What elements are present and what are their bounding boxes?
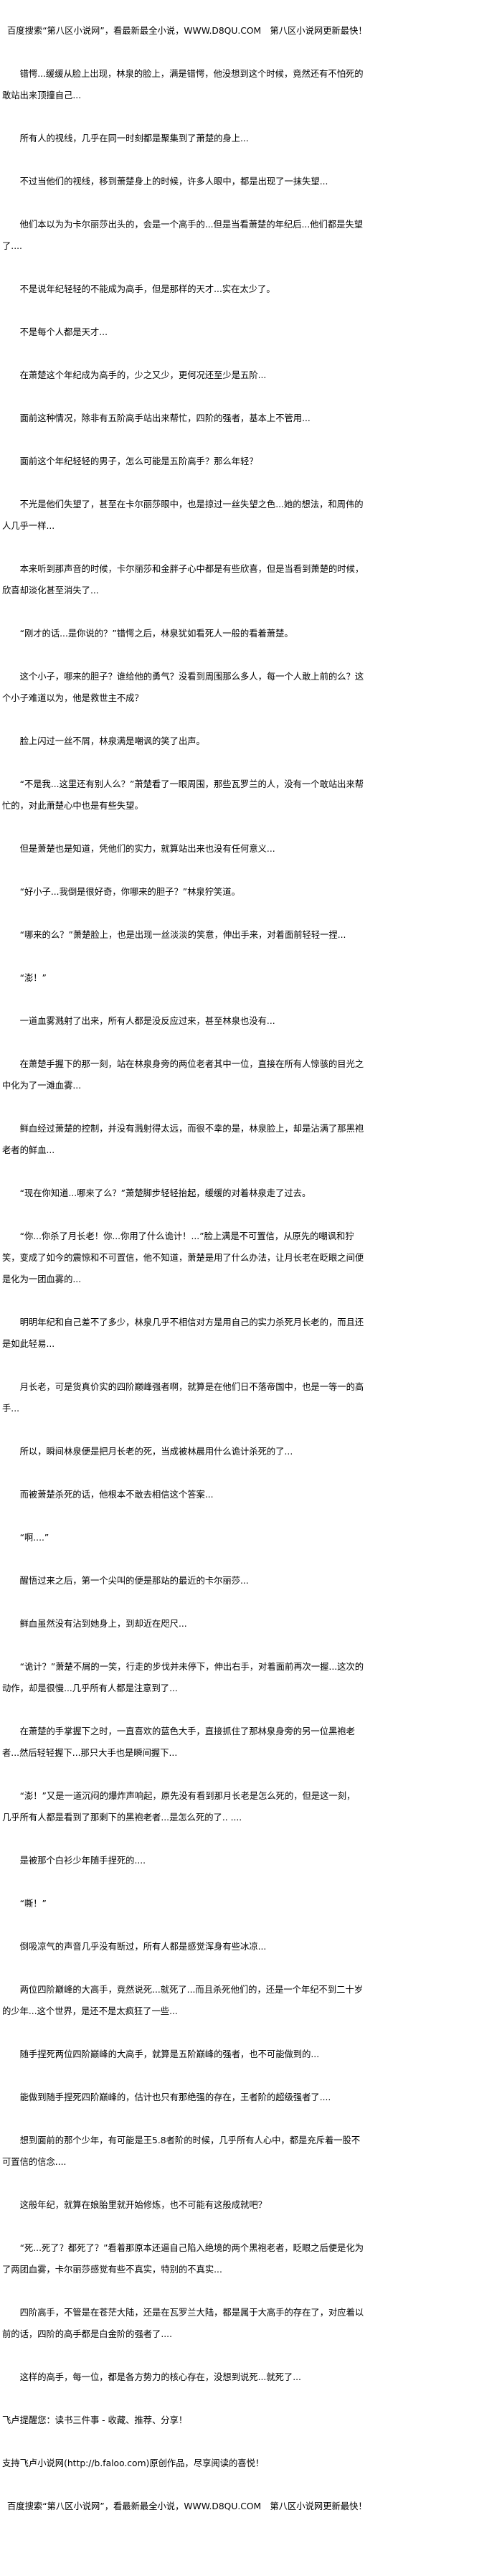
paragraph: “嘶！” xyxy=(19,1899,47,1909)
paragraph: 所有人的视线，几乎在同一时刻都是聚集到了萧楚的身上... xyxy=(19,133,249,144)
paragraph: 所以，瞬间林泉便是把月长老的死，当成被林晨用什么诡计杀死的了... xyxy=(19,1447,293,1457)
paragraph: 这般年纪，就算在娘胎里就开始修炼，也不可能有这般成就吧？ xyxy=(19,2200,267,2210)
paragraph: 不光是他们失望了，甚至在卡尔丽莎眼中，也是掠过一丝失望之色...她的想法，和周伟… xyxy=(2,499,364,531)
paragraph: 脸上闪过一丝不屑，林泉满是嘲讽的笑了出声。 xyxy=(19,736,205,746)
chapter-content: 百度搜索“第八区小说网”，看最新最全小说，WWW.D8QU.COM 第八区小说网… xyxy=(2,26,367,2511)
paragraph: 这样的高手，每一位，都是各方势力的核心存在，没想到说死...就死了... xyxy=(19,2372,301,2382)
paragraph: 醒悟过来之后，第一个尖叫的便是那站的最近的卡尔丽莎... xyxy=(19,1576,249,1586)
paragraph: 鲜血经过萧楚的控制，并没有溅射得太远，而很不幸的是，林泉脸上，却是沾满了那黑袍老… xyxy=(2,1124,364,1155)
paragraph: 四阶高手，不管是在苍茫大陆，还是在瓦罗兰大陆，都是属于大高手的存在了，对应着以前… xyxy=(2,2308,364,2339)
paragraph: 在萧楚手握下的那一刻，站在林泉身旁的两位老者其中一位，直接在所有人惊骇的目光之中… xyxy=(2,1059,364,1091)
paragraph: “好小子...我倒是很好奇，你哪来的胆子？”林泉狞笑道。 xyxy=(19,887,240,897)
paragraph: 能做到随手捏死四阶巅峰的，估计也只有那绝强的存在，王者阶的超级强者了.... xyxy=(19,2092,331,2102)
paragraph: 但是萧楚也是知道，凭他们的实力，就算站出来也没有任何意义... xyxy=(19,844,275,854)
paragraph: 一道血雾溅射了出来，所有人都是没反应过来，甚至林泉也没有... xyxy=(19,1016,275,1026)
paragraph: 错愕...缓缓从脸上出现，林泉的脸上，满是错愕，他没想到这个时候，竟然还有不怕死… xyxy=(2,69,364,100)
chapter-body: 错愕...缓缓从脸上出现，林泉的脸上，满是错愕，他没想到这个时候，竟然还有不怕死… xyxy=(2,63,364,2388)
paragraph: 倒吸凉气的声音几乎没有断过，所有人都是感觉浑身有些冰凉... xyxy=(19,1942,267,1952)
paragraph: “哪来的么？”萧楚脸上，也是出现一丝淡淡的笑意，伸出手来，对着面前轻轻一捏... xyxy=(19,930,346,940)
paragraph: “现在你知道...哪来了么？”萧楚脚步轻轻抬起，缓缓的对着林泉走了过去。 xyxy=(19,1188,311,1198)
paragraph: 是被那个白衫少年随手捏死的.... xyxy=(19,1856,146,1866)
paragraph: 不是每个人都是天才... xyxy=(19,327,108,337)
paragraph: 这个小子，哪来的胆子？谁给他的勇气？没看到周围那么多人，每一个人敢上前的么？这个… xyxy=(2,672,364,703)
paragraph: 不过当他们的视线，移到萧楚身上的时候，许多人眼中，都是出现了一抹失望... xyxy=(19,177,328,187)
paragraph: “刚才的话...是你说的？”错愕之后，林泉犹如看死人一般的看着萧楚。 xyxy=(19,629,293,639)
paragraph: 明明年纪和自己差不了多少，林泉几乎不相信对方是用自己的实力杀死月长老的，而且还是… xyxy=(2,1317,364,1349)
paragraph: “死...死了？都死了？”看着那原本还逼自己陷入绝境的两个黑袍老者，眨眼之后便是… xyxy=(2,2243,364,2275)
paragraph: 随手捏死两位四阶巅峰的大高手，就算是五阶巅峰的强者，也不可能做到的... xyxy=(19,2049,320,2059)
paragraph: “不是我...这里还有别人么？”萧楚看了一眼周围，那些瓦罗兰的人，没有一个敢站出… xyxy=(2,779,364,811)
paragraph: 不是说年纪轻轻的不能成为高手，但是那样的天才...实在太少了。 xyxy=(19,284,275,294)
paragraph: “诡计？”萧楚不屑的一笑，行走的步伐并未停下，伸出右手，对着面前再次一握...这… xyxy=(2,1662,364,1693)
paragraph: 两位四阶巅峰的大高手，竟然说死...就死了...而且杀死他们的，还是一个年纪不到… xyxy=(2,1985,364,2016)
reminder-text: 飞卢提醒您：读书三件事 - 收藏、推荐、分享！ xyxy=(2,2415,188,2425)
paragraph: “澎！”又是一道沉闷的爆炸声响起，原先没有看到那月长老是怎么死的，但是这一刻，几… xyxy=(2,1791,356,1823)
paragraph: “啊....” xyxy=(19,1533,49,1543)
paragraph: 鲜血虽然没有沾到她身上，到却近在咫尺... xyxy=(19,1619,187,1629)
footer-banner: 百度搜索“第八区小说网”，看最新最全小说，WWW.D8QU.COM 第八区小说网… xyxy=(7,2501,367,2511)
paragraph: 而被萧楚杀死的话，他根本不敢去相信这个答案... xyxy=(19,1490,214,1500)
paragraph: 在萧楚的手掌握下之时，一直喜欢的蓝色大手，直接抓住了那林泉身旁的另一位黑袍老者.… xyxy=(2,1726,355,1758)
support-text: 支持飞卢小说网(http://b.faloo.com)原创作品，尽享阅读的喜悦！ xyxy=(2,2458,265,2468)
paragraph: “你...你杀了月长老！你...你用了什么诡计！...”脸上满是不可置信，从原先… xyxy=(2,1231,364,1284)
paragraph: 面前这种情况，除非有五阶高手站出来帮忙，四阶的强者，基本上不管用... xyxy=(19,413,311,423)
paragraph: 本来听到那声音的时候，卡尔丽莎和金胖子心中都是有些欣喜，但是当看到萧楚的时候，欣… xyxy=(2,564,364,596)
paragraph: 想到面前的那个少年，有可能是王5.8者阶的时候，几乎所有人心中，都是充斥着一股不… xyxy=(2,2135,361,2167)
paragraph: “澎！” xyxy=(19,973,47,983)
header-banner: 百度搜索“第八区小说网”，看最新最全小说，WWW.D8QU.COM 第八区小说网… xyxy=(7,26,367,36)
paragraph: 他们本以为为卡尔丽莎出头的，会是一个高手的...但是当看萧楚的年纪后...他们都… xyxy=(2,220,364,251)
paragraph: 月长老，可是货真价实的四阶巅峰强者啊，就算是在他们日不落帝国中，也是一等一的高手… xyxy=(2,1382,364,1414)
paragraph: 在萧楚这个年纪成为高手的，少之又少，更何况还至少是五阶... xyxy=(19,370,267,380)
paragraph: 面前这个年纪轻轻的男子，怎么可能是五阶高手？那么年轻？ xyxy=(19,456,258,466)
